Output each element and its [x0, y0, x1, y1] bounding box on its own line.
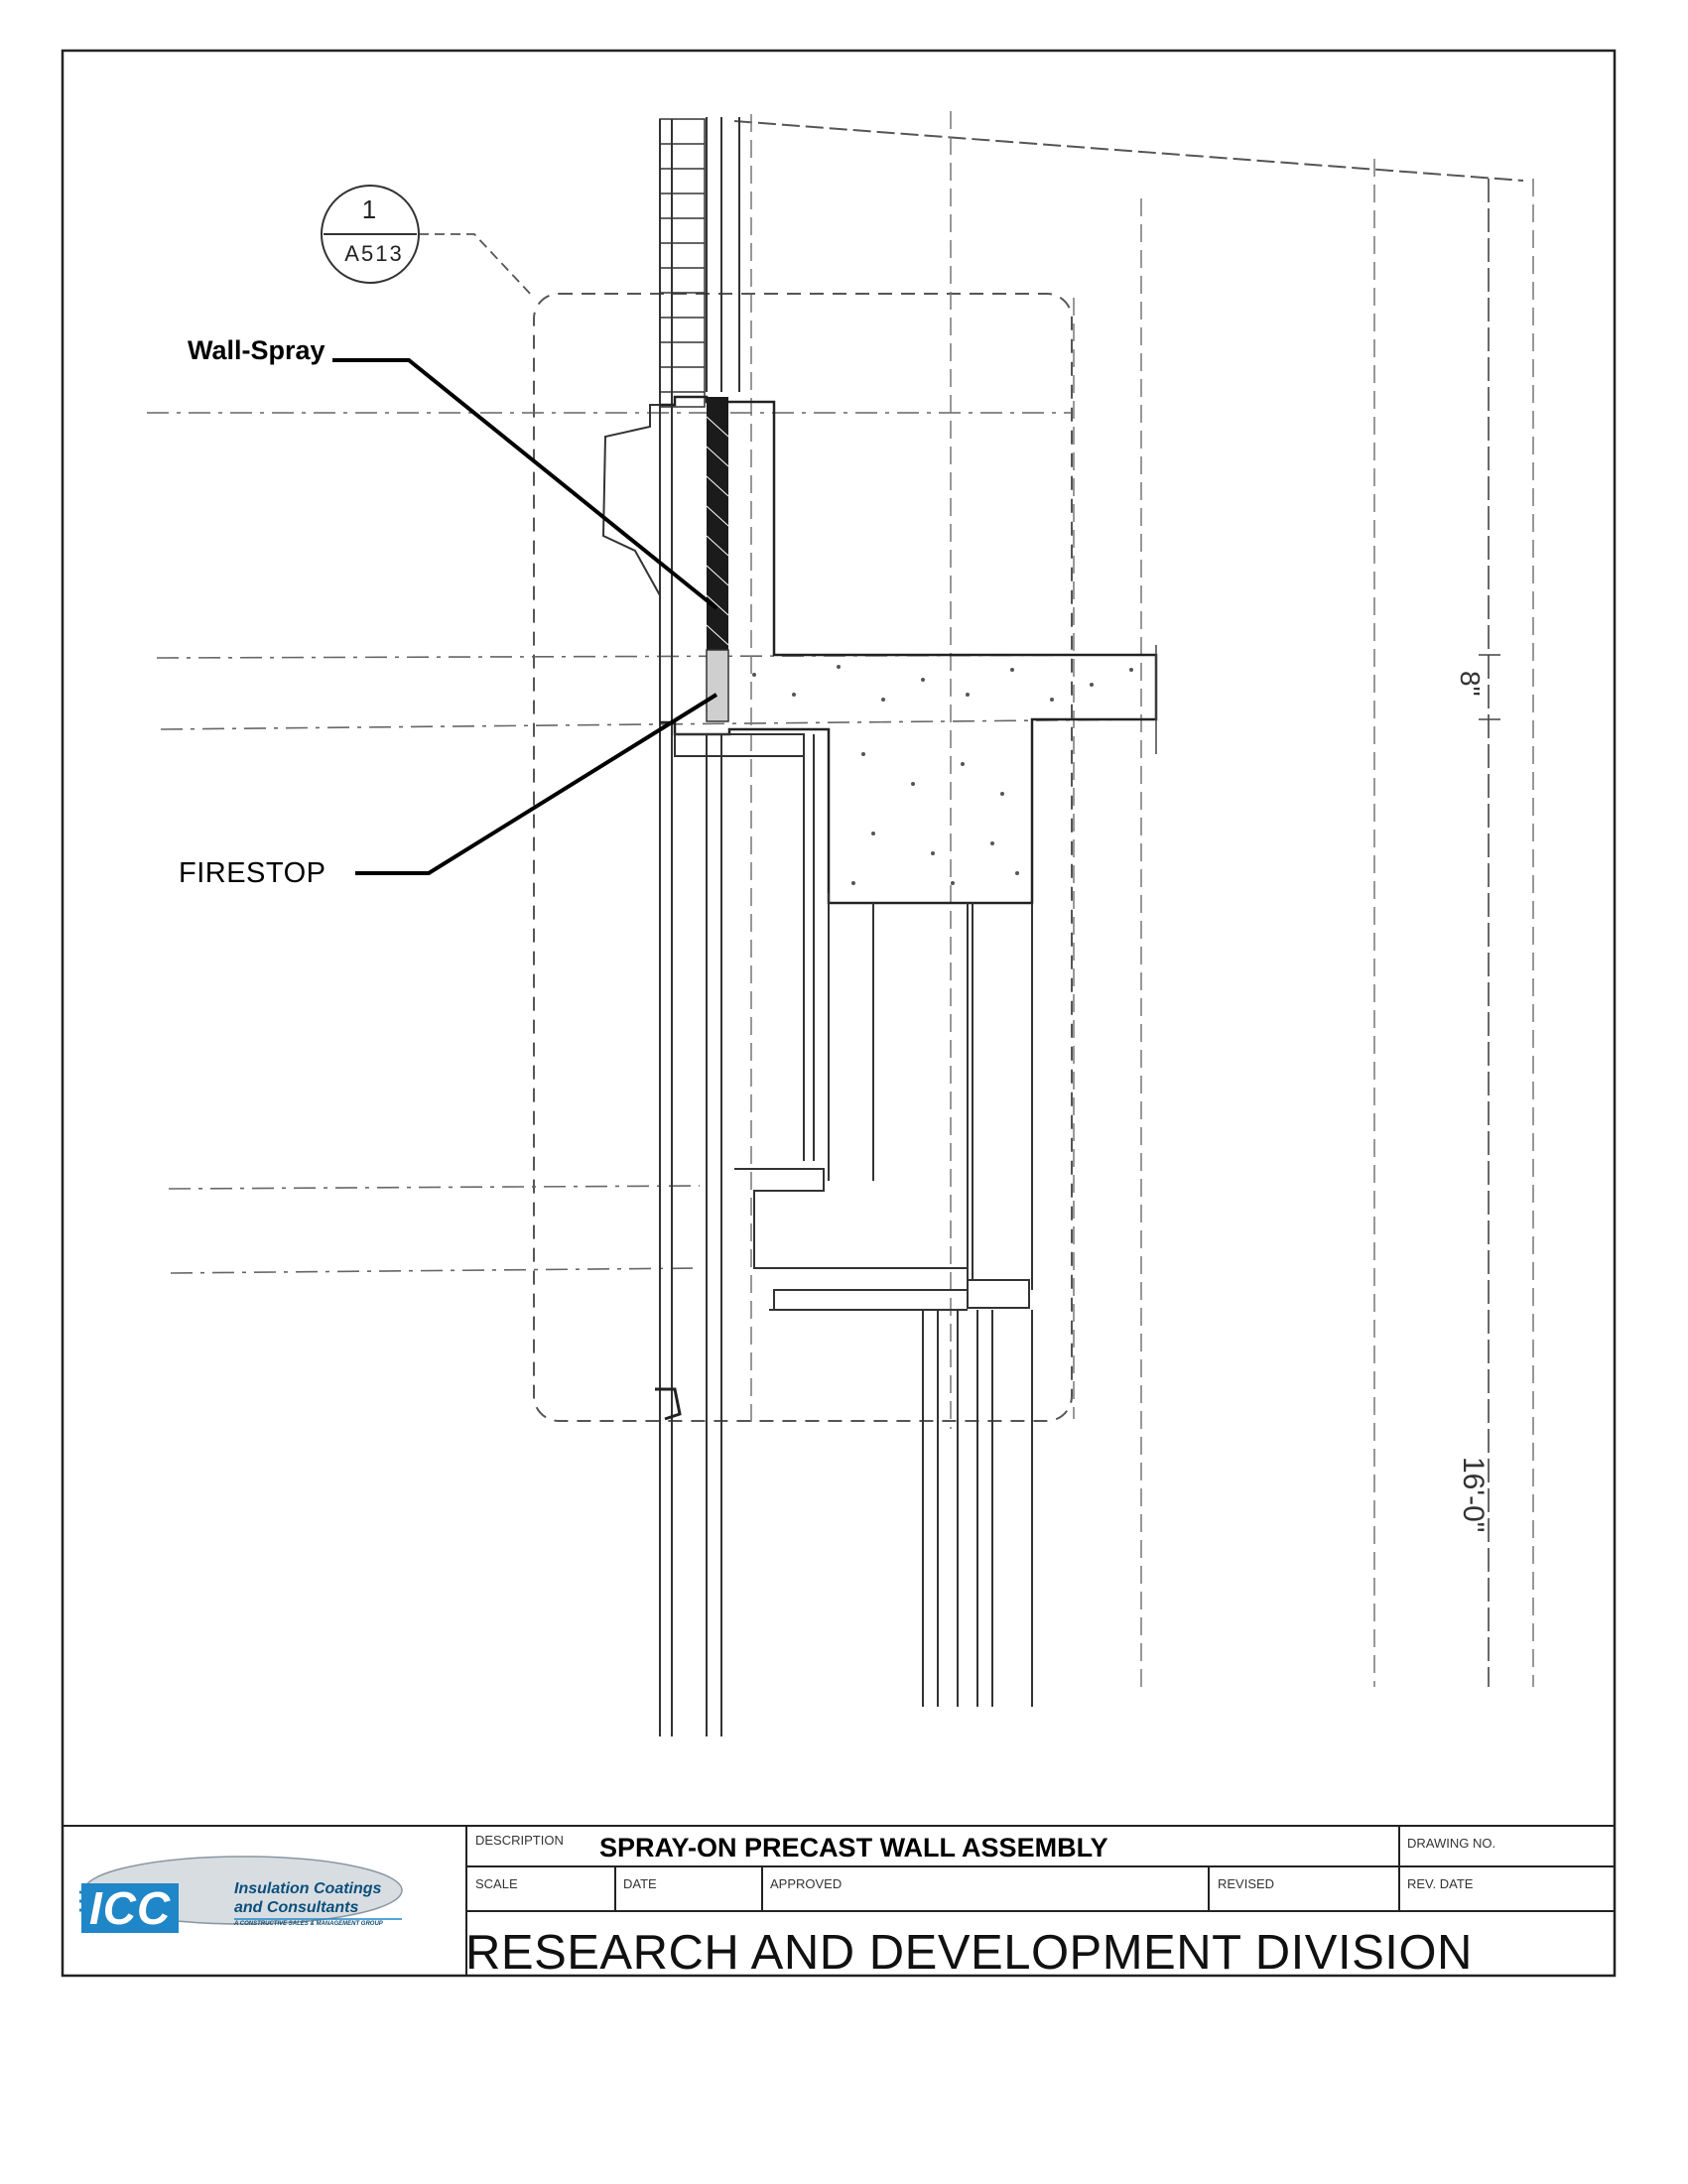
- revised-label: REVISED: [1218, 1876, 1275, 1891]
- company-logo: ICC Insulation Coatings and Consultants …: [79, 1862, 407, 1941]
- rev-date-label: REV. DATE: [1407, 1876, 1474, 1891]
- logo-line-1: Insulation Coatings: [234, 1880, 382, 1897]
- division-name: RESEARCH AND DEVELOPMENT DIVISION: [465, 1926, 1473, 1980]
- bottom-bracket: [655, 1387, 682, 1421]
- callout-leaders: [332, 358, 718, 875]
- detail-tag-number: 1: [361, 194, 377, 224]
- date-label: DATE: [623, 1876, 657, 1891]
- detail-tag: [321, 185, 420, 284]
- logo-line-3: A CONSTRUCTIVE SALES & MANAGEMENT GROUP: [234, 1921, 383, 1927]
- firestop-fill: [706, 649, 729, 722]
- slab-dimension: 8": [1455, 671, 1486, 697]
- logo-line-2: and Consultants: [234, 1899, 359, 1916]
- window-head: [674, 733, 1033, 1290]
- cornice-profile: [601, 404, 661, 596]
- firestop-label: FIRESTOP: [179, 857, 326, 889]
- wall-spray-insulation: [707, 397, 728, 650]
- drawing-title: SPRAY-ON PRECAST WALL ASSEMBLY: [599, 1833, 1108, 1863]
- detail-tag-leader: [419, 233, 535, 299]
- description-label: DESCRIPTION: [475, 1833, 564, 1848]
- floor-dimension: 16'-0": [1457, 1457, 1490, 1533]
- brick-veneer: [659, 118, 706, 408]
- datum-lines: [147, 412, 1142, 1274]
- dimension-line: [1479, 179, 1500, 1687]
- approved-label: APPROVED: [770, 1876, 843, 1891]
- window-sill: [734, 1168, 1033, 1707]
- drawing-no-label: DRAWING NO.: [1407, 1836, 1496, 1851]
- wall-lines: [659, 117, 740, 1736]
- detail-tag-sheet: A513: [344, 241, 404, 266]
- scale-label: SCALE: [475, 1876, 518, 1891]
- wall-spray-pattern: [706, 416, 729, 646]
- title-block: [62, 1825, 1616, 1977]
- roof-line: [733, 120, 1524, 182]
- grid-lines: [750, 111, 1534, 1687]
- precast-panel: [660, 395, 1158, 905]
- wall-spray-label: Wall-Spray: [188, 335, 325, 365]
- logo-mark: ICC: [81, 1883, 180, 1933]
- slab-stipple: [752, 665, 1133, 885]
